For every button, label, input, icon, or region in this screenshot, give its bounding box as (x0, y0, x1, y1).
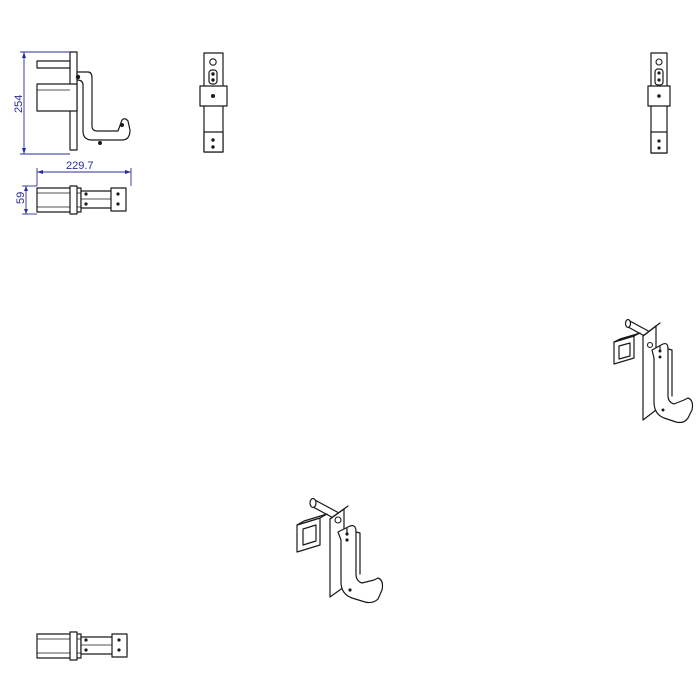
back-view (647, 52, 671, 154)
top-view (36, 185, 127, 215)
bottom-view (36, 631, 128, 661)
isometric-view-center (296, 497, 384, 604)
height-dimension: 254 (13, 51, 70, 155)
depth-dimension-label: 59 (15, 192, 27, 204)
front-view (199, 52, 228, 153)
side-view (36, 51, 131, 151)
width-dimension-label: 229.7 (66, 160, 94, 172)
isometric-view-right (613, 318, 694, 424)
height-dimension-label: 254 (13, 95, 25, 113)
depth-dimension: 59 (15, 185, 37, 215)
width-dimension: 229.7 (36, 160, 132, 186)
